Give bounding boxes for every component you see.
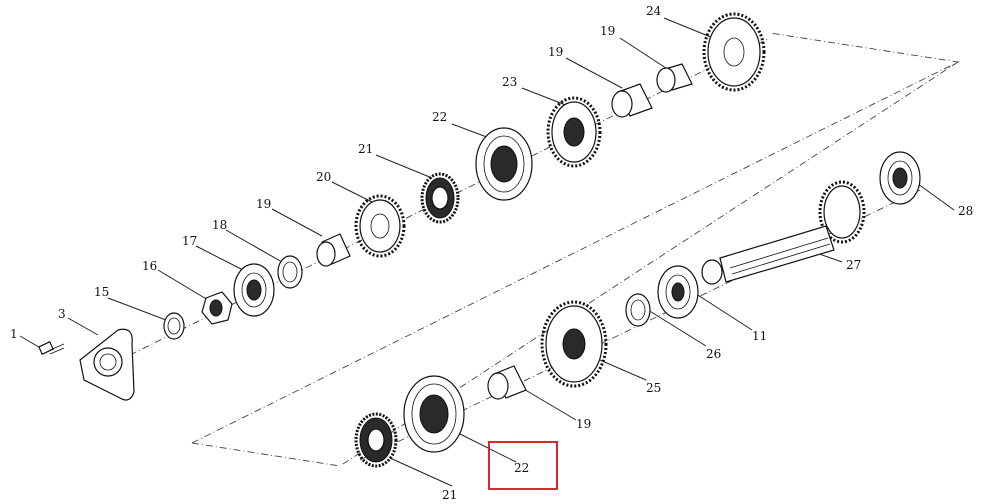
washer-part-15 xyxy=(163,312,185,340)
label-27: 27 xyxy=(846,258,861,272)
label-17: 17 xyxy=(182,234,197,248)
bushing-part-19a xyxy=(316,233,351,267)
highlight-box xyxy=(488,441,558,490)
synchro-part-22a xyxy=(475,127,533,201)
label-1: 1 xyxy=(10,327,18,341)
label-22a: 22 xyxy=(432,110,447,124)
part-labels: 1 3 15 16 17 18 19 20 21 22 23 19 19 24 … xyxy=(10,4,973,502)
gear-part-20 xyxy=(354,194,406,258)
ring-part-18 xyxy=(277,255,303,289)
label-21b: 21 xyxy=(442,488,457,502)
label-19c: 19 xyxy=(600,24,615,38)
label-16: 16 xyxy=(142,259,157,273)
label-19d: 19 xyxy=(576,417,591,431)
bolt-part-1 xyxy=(38,341,65,355)
bushing-part-19b xyxy=(611,83,653,118)
bearing-part-11 xyxy=(657,265,699,319)
label-23: 23 xyxy=(502,75,517,89)
bushing-part-19d xyxy=(487,365,527,400)
leader-lines xyxy=(19,17,955,487)
shaft-part-27 xyxy=(701,180,866,285)
label-28: 28 xyxy=(958,204,973,218)
nut-part-16 xyxy=(201,291,233,325)
washer-part-26 xyxy=(625,293,651,327)
label-15: 15 xyxy=(94,285,109,299)
label-26: 26 xyxy=(706,347,721,361)
label-25: 25 xyxy=(646,381,661,395)
cover-plate-part-3 xyxy=(79,328,135,401)
label-22b: 22 xyxy=(514,461,529,475)
assembly-outline xyxy=(191,32,960,467)
bearing-part-28 xyxy=(879,151,921,205)
gear-part-21b xyxy=(354,412,398,468)
gear-part-24 xyxy=(702,12,766,92)
synchro-part-22b xyxy=(403,375,465,453)
label-19b: 19 xyxy=(548,45,563,59)
label-19a: 19 xyxy=(256,197,271,211)
label-11: 11 xyxy=(752,329,767,343)
gear-part-23 xyxy=(546,96,602,168)
label-18: 18 xyxy=(212,218,227,232)
label-3: 3 xyxy=(58,307,66,321)
label-20: 20 xyxy=(316,170,331,184)
gear-part-21a xyxy=(420,172,460,224)
gear-part-25 xyxy=(540,300,608,388)
bearing-part-17 xyxy=(233,263,275,317)
bushing-part-19c xyxy=(656,63,693,93)
label-21a: 21 xyxy=(358,142,373,156)
label-24: 24 xyxy=(646,4,662,18)
